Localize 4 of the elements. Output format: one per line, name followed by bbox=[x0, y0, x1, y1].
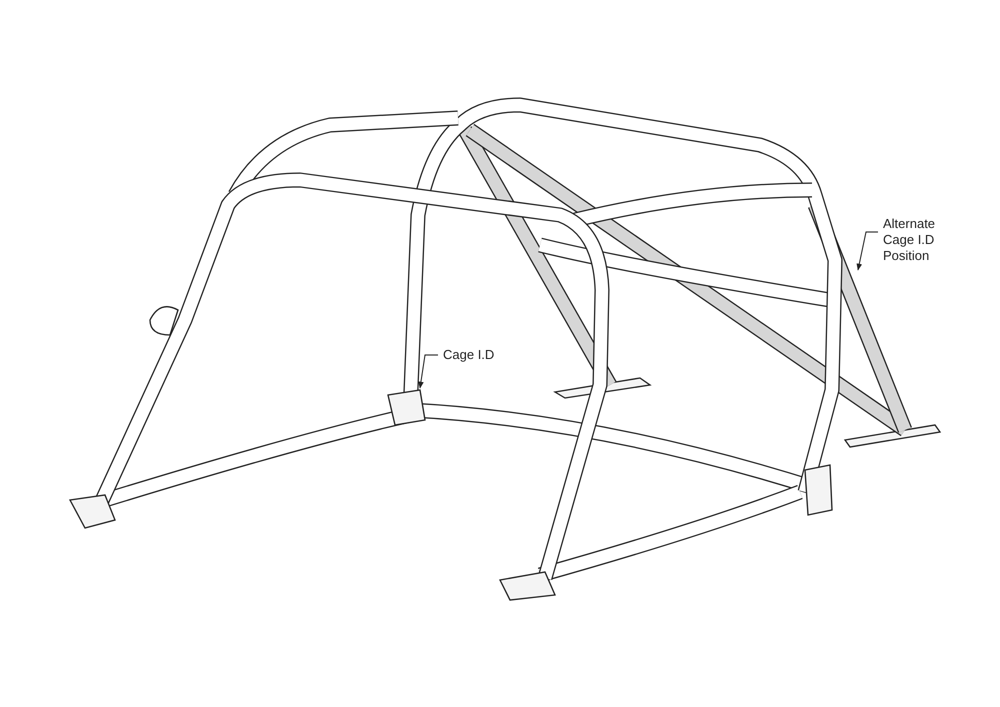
callout-label: Alternate Cage I.D Position bbox=[883, 216, 953, 264]
leader-line bbox=[856, 232, 878, 271]
leader-line bbox=[418, 354, 438, 389]
callout-label: Cage I.D bbox=[443, 347, 494, 363]
